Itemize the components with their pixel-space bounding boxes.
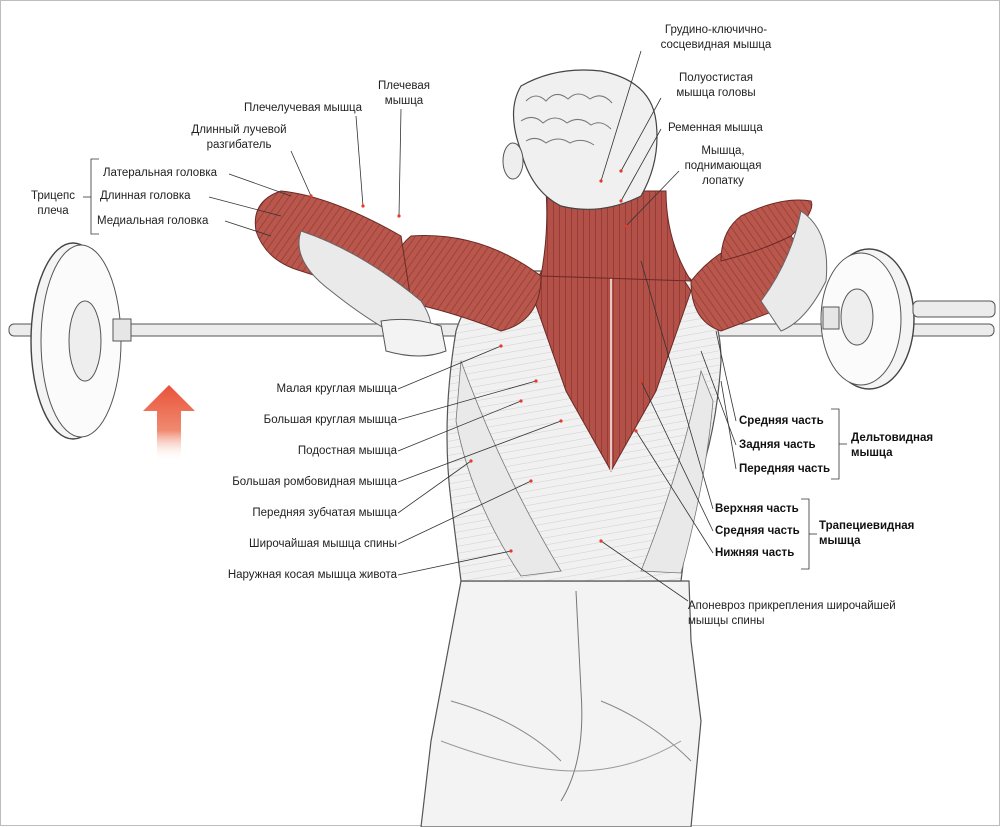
label-trapezius-group: Трапециевидная мышца [819, 520, 915, 547]
label-serratus-anterior: Передняя зубчатая мышца [252, 507, 397, 519]
label-deltoid-group: Дельтовидная мышца [851, 432, 934, 459]
label-semispinalis-capitis: Полуостистая мышца головы [676, 72, 756, 99]
right-arm [720, 199, 828, 332]
label-trapezius-middle: Средняя часть [715, 525, 800, 537]
label-brachioradialis: Плечелучевая мышца [244, 102, 363, 114]
barbell [8, 242, 996, 440]
up-arrow-icon [143, 385, 195, 461]
label-brachialis: Плечевая мышца [378, 80, 430, 107]
label-levator-scapulae: Мышца, поднимающая лопатку [684, 145, 762, 187]
head-neck [502, 69, 692, 282]
right-collar [822, 306, 840, 330]
lower-body [420, 580, 702, 827]
label-sternocleidomastoid: Грудино-ключично- сосцевидная мышца [660, 24, 772, 51]
label-long-head: Длинная головка [100, 190, 191, 202]
label-teres-minor: Малая круглая мышца [276, 383, 397, 395]
label-trapezius-upper: Верхняя часть [715, 503, 799, 515]
label-deltoid-middle: Средняя часть [739, 415, 824, 427]
leader-lines [83, 50, 847, 602]
marker-dots [309, 169, 643, 553]
label-rhomboid-major: Большая ромбовидная мышца [232, 476, 397, 488]
right-plate-hub [840, 288, 874, 346]
right-bar-end [912, 300, 996, 318]
label-teres-major: Большая круглая мышца [263, 414, 397, 426]
label-infraspinatus: Подостная мышца [297, 445, 397, 457]
left-arm [254, 190, 447, 357]
label-latissimus-dorsi: Широчайшая мышца спины [249, 538, 397, 550]
label-medial-head: Медиальная головка [97, 215, 209, 227]
left-plate-hub [68, 300, 102, 382]
label-trapezius-lower: Нижняя часть [715, 547, 795, 559]
label-splenius: Ременная мышца [668, 122, 763, 134]
label-triceps: Трицепс плеча [30, 190, 76, 217]
label-deltoid-posterior: Задняя часть [739, 439, 816, 451]
label-lateral-head: Латеральная головка [103, 167, 217, 179]
label-deltoid-anterior: Передняя часть [739, 463, 831, 475]
label-external-oblique: Наружная косая мышца живота [227, 569, 397, 581]
label-aponeurosis: Апоневроз прикрепления широчайшей мышцы … [688, 600, 896, 627]
label-extensor-carpi: Длинный лучевой разгибатель [191, 124, 287, 151]
left-collar [112, 318, 132, 342]
